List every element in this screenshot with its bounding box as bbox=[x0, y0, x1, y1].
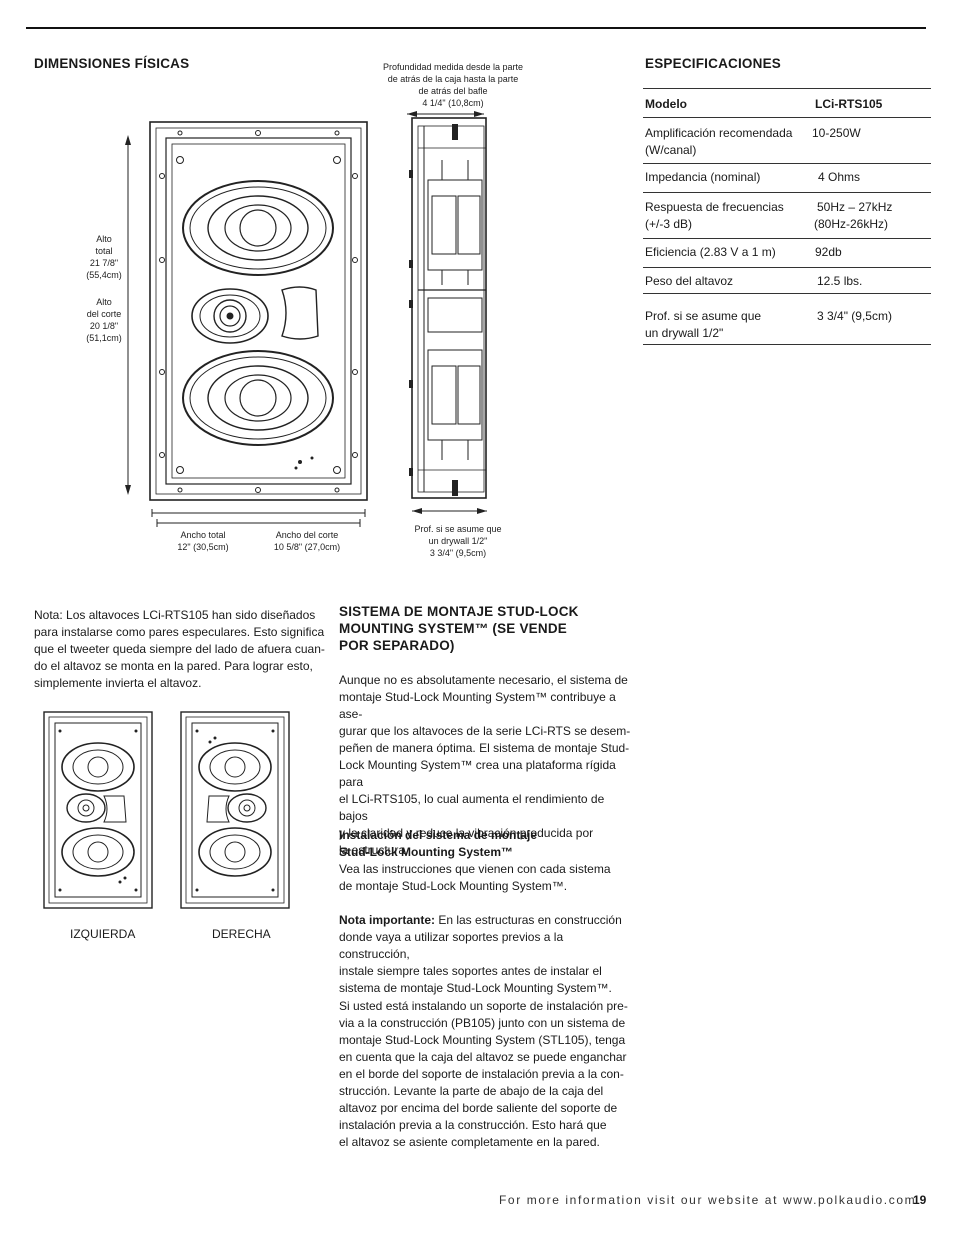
depth-caption: Profundidad medida desde la parte de atr… bbox=[382, 62, 524, 108]
important-label: Nota importante: bbox=[339, 913, 435, 927]
mirror-pair-note: Nota: Los altavoces LCi-RTS105 han sido … bbox=[34, 608, 325, 690]
install-section: Instalación del sistema de montaje Stud-… bbox=[339, 827, 634, 895]
spec-row: Respuesta de frecuencias(+/-3 dB) 50Hz –… bbox=[643, 193, 931, 239]
model-label: Modelo bbox=[645, 97, 687, 111]
spec-row: Amplificación recomendada(W/canal) 10-25… bbox=[643, 118, 931, 164]
spec-row: Peso del altavoz 12.5 lbs. bbox=[643, 268, 931, 294]
top-rule bbox=[26, 27, 926, 29]
important-note: Nota importante: En las estructuras en c… bbox=[339, 913, 622, 995]
width-cut-label: Ancho del corte 10 5/8" (27,0cm) bbox=[273, 530, 341, 552]
footer-website-text: For more information visit our website a… bbox=[499, 1193, 917, 1207]
spec-row: Eficiencia (2.83 V a 1 m) 92db bbox=[643, 239, 931, 268]
specs-table: Modelo LCi-RTS105 Amplificación recomend… bbox=[643, 88, 931, 345]
preconstruction-paragraph: Si usted está instalando un soporte de i… bbox=[339, 999, 628, 1149]
height-total-label: Alto total 21 7/8" (55,4cm) bbox=[86, 234, 122, 280]
page-number: 19 bbox=[913, 1193, 927, 1207]
spec-row: Impedancia (nominal) 4 Ohms bbox=[643, 164, 931, 193]
left-speaker-label: IZQUIERDA bbox=[70, 927, 136, 941]
height-cut-label: Alto del corte 20 1/8" (51,1cm) bbox=[86, 297, 122, 343]
stud-lock-intro: Aunque no es absolutamente necesario, el… bbox=[339, 673, 631, 857]
model-value: LCi-RTS105 bbox=[815, 97, 883, 111]
specs-title: ESPECIFICACIONES bbox=[645, 56, 781, 71]
right-speaker-label: DERECHA bbox=[212, 927, 271, 941]
width-total-label: Ancho total 12" (30,5cm) bbox=[177, 530, 229, 552]
drywall-depth-label: Prof. si se asume que un drywall 1/2" 3 … bbox=[414, 524, 502, 558]
spec-header-row: Modelo LCi-RTS105 bbox=[643, 89, 931, 118]
stud-lock-title: SISTEMA DE MONTAJE STUD-LOCK MOUNTING SY… bbox=[339, 604, 579, 653]
dimensions-title: DIMENSIONES FÍSICAS bbox=[34, 56, 190, 71]
install-title: Instalación del sistema de montaje bbox=[339, 828, 538, 842]
